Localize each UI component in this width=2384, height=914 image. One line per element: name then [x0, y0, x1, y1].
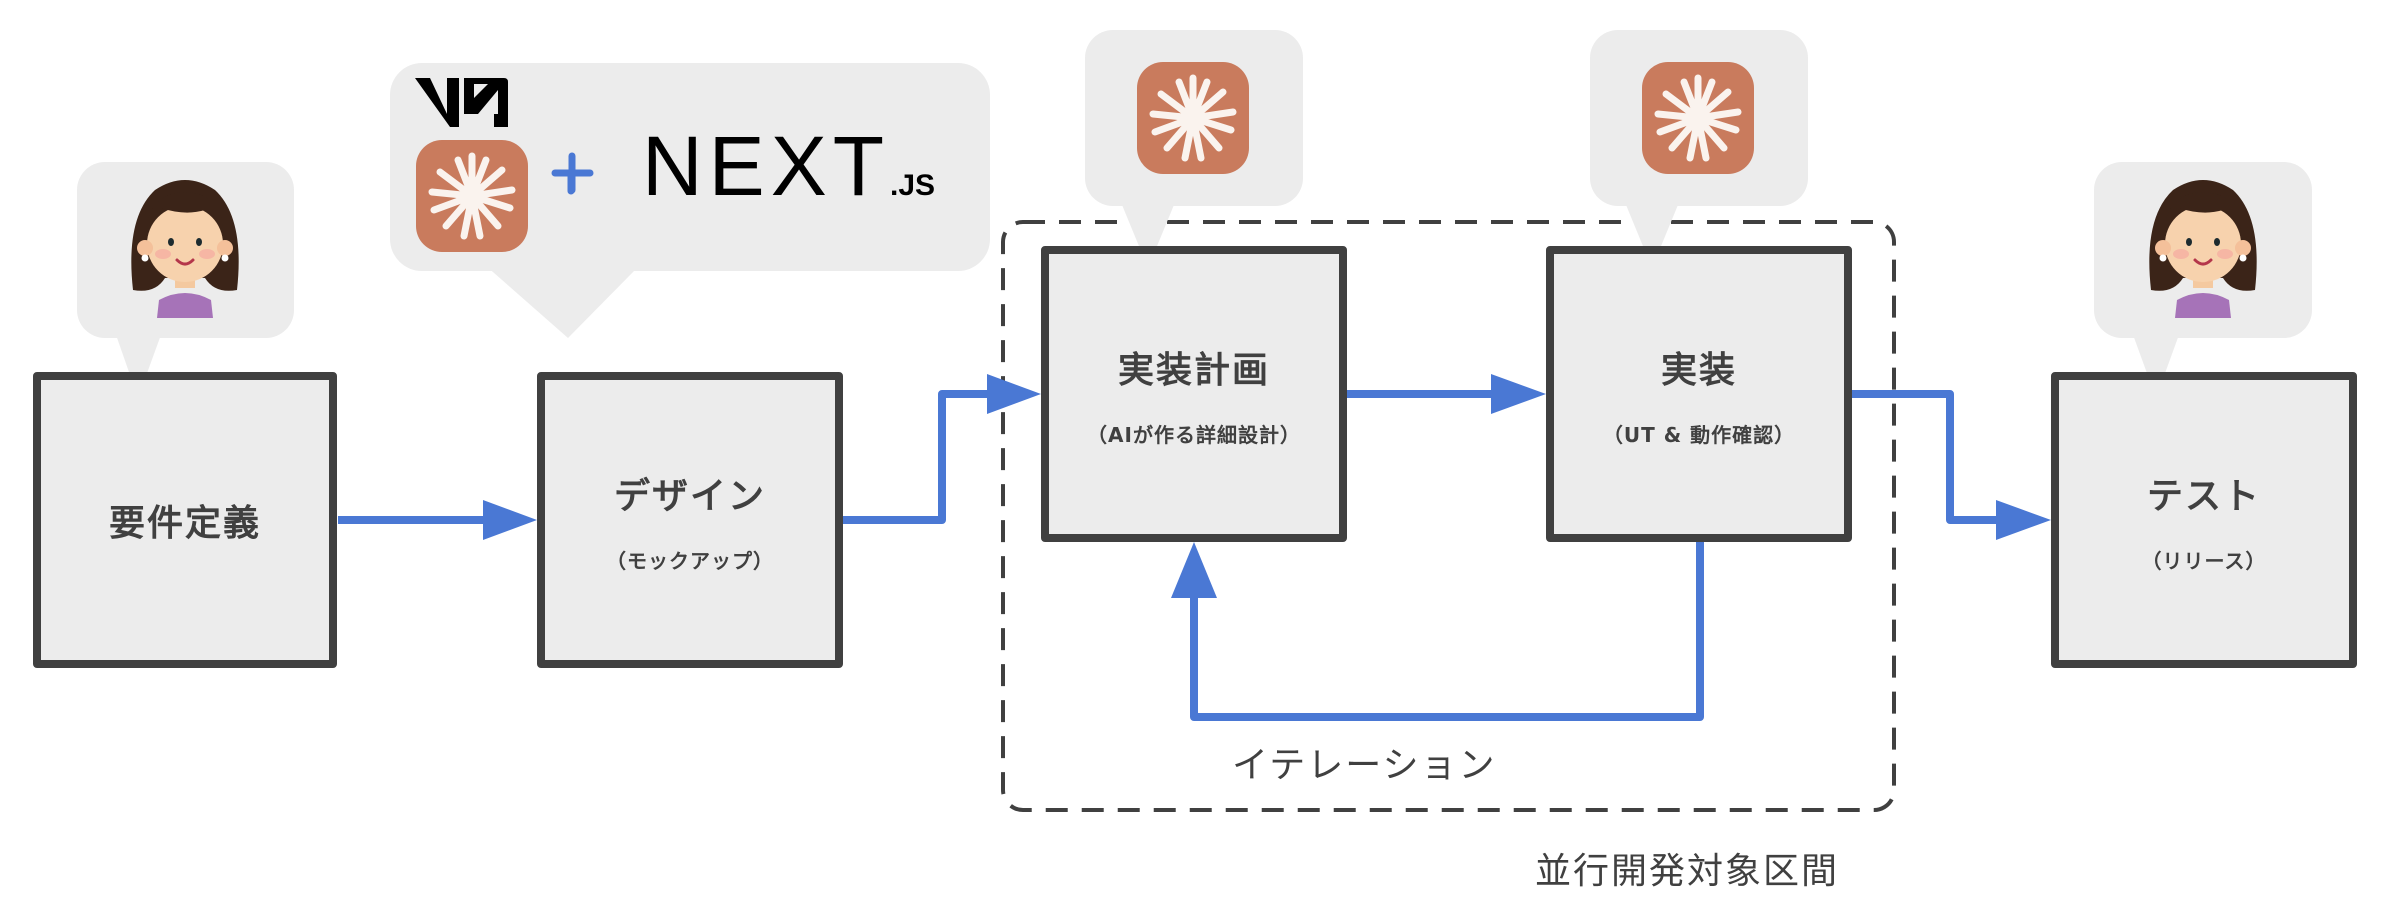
step-subtitle: （リリース）: [2141, 548, 2267, 573]
v0-logo-icon: [415, 78, 508, 127]
bubble-plan: [1085, 30, 1303, 268]
claude-logo-icon: [1137, 62, 1249, 174]
step-implementation-plan[interactable]: 実装計画 （AIが作る詳細設計）: [1041, 246, 1347, 542]
bubble-requirements: [77, 162, 294, 398]
iteration-label: イテレーション: [1232, 745, 1497, 786]
nextjs-wordmark: NEXT: [642, 119, 891, 213]
claude-logo-icon: [416, 140, 528, 252]
arrowhead: [1491, 374, 1546, 414]
nextjs-suffix: .JS: [890, 169, 936, 202]
step-design[interactable]: デザイン （モックアップ）: [537, 372, 843, 668]
bubble-design: [390, 63, 990, 338]
step-title: 要件定義: [108, 503, 261, 544]
claude-logo-icon: [1642, 62, 1754, 174]
arrowhead: [987, 374, 1041, 414]
step-title: 実装計画: [1117, 349, 1270, 391]
step-requirements[interactable]: 要件定義: [33, 372, 337, 668]
arrow-iteration-loop: [1190, 540, 1704, 721]
step-subtitle: （AIが作る詳細設計）: [1087, 422, 1301, 447]
arrow-implementation-to-test: [1852, 390, 2000, 524]
arrows: [338, 390, 2000, 721]
plus-icon: [551, 152, 594, 195]
step-implementation[interactable]: 実装 （UT & 動作確認）: [1546, 246, 1852, 542]
arrowhead: [1171, 542, 1217, 598]
arrowhead: [483, 500, 537, 540]
step-title: テスト: [2146, 475, 2261, 517]
arrowhead: [1996, 500, 2051, 540]
step-title: 実装: [1660, 349, 1737, 391]
bubble-test: [2094, 162, 2312, 398]
step-test[interactable]: テスト （リリース）: [2051, 372, 2357, 668]
arrow-design-to-plan: [843, 390, 992, 524]
bubble-implementation: [1590, 30, 1808, 268]
nextjs-logo-icon: NEXT.JS: [642, 118, 935, 215]
step-subtitle: （UT & 動作確認）: [1602, 422, 1796, 447]
parallel-dev-group-border: [1001, 220, 1896, 812]
parallel-dev-group-label: 並行開発対象区間: [1535, 851, 1840, 892]
step-subtitle: （モックアップ）: [606, 548, 774, 573]
step-title: デザイン: [613, 475, 766, 517]
